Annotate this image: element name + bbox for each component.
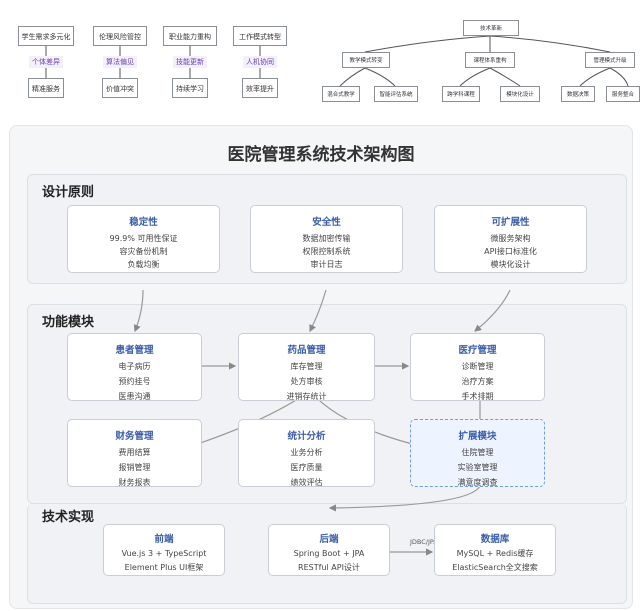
- section-title: 功能模块: [42, 315, 95, 330]
- edge-label: JDBC/JPA: [410, 538, 438, 546]
- concept-head: 伦理风险管控: [93, 26, 147, 46]
- concept-foot: 价值冲突: [102, 78, 138, 98]
- module-card: 统计分析 业务分析 医疗质量 绩效评估: [238, 419, 375, 487]
- tree-connectors: [339, 35, 629, 87]
- concept-foot: 持续学习: [172, 78, 208, 98]
- card-line: 电子病历: [118, 362, 151, 371]
- tree-leaf: 模块化设计: [500, 86, 540, 102]
- card-line: Spring Boot + JPA: [293, 549, 365, 558]
- card-line: 绩效评估: [290, 478, 323, 487]
- card-line: 模块化设计: [490, 260, 531, 269]
- card-line: 负载均衡: [127, 260, 160, 269]
- tree-leaf: 服务整合: [606, 86, 640, 102]
- card-line: 预约挂号: [118, 377, 151, 386]
- concept-foot: 效率提升: [242, 78, 278, 98]
- tree-branch: 管理模式升级: [585, 52, 635, 68]
- section-title: 设计原则: [42, 185, 95, 200]
- tree-leaf: 混合式教学: [322, 86, 360, 102]
- card-line: 容灾备份机制: [119, 247, 168, 256]
- tree-root: 技术革新: [463, 20, 519, 36]
- card-line: 权限控制系统: [302, 247, 351, 256]
- card-title: 安全性: [312, 217, 341, 228]
- card-line: 处方审核: [290, 377, 323, 386]
- card-line: 医疗质量: [290, 463, 323, 472]
- design-card: 稳定性 99.9% 可用性保证 容灾备份机制 负载均衡: [67, 205, 220, 273]
- card-title: 药品管理: [287, 345, 326, 356]
- card-line: 手术排期: [461, 392, 494, 401]
- design-card: 安全性 数据加密传输 权限控制系统 审计日志: [250, 205, 403, 273]
- module-card: 医疗管理 诊断管理 治疗方案 手术排期: [410, 333, 545, 401]
- card-title: 后端: [319, 534, 339, 545]
- card-title: 财务管理: [115, 431, 154, 442]
- module-card: 药品管理 库存管理 处方审核 进销存统计: [238, 333, 375, 401]
- card-line: 业务分析: [290, 448, 323, 457]
- concept-tag: 技能更新: [173, 56, 207, 68]
- card-line: 满意度调查: [457, 478, 498, 487]
- architecture-diagram: 医院管理系统技术架构图 设计原则 功能模块 技术实现 JDBC/JPA: [9, 125, 633, 609]
- tree-leaf: 智能评估系统: [374, 86, 418, 102]
- tech-card: 数据库 MySQL + Redis缓存 ElasticSearch全文搜索: [434, 524, 556, 576]
- card-title: 统计分析: [287, 431, 326, 442]
- card-line: 审计日志: [310, 260, 343, 269]
- tech-card: 后端 Spring Boot + JPA RESTful API设计: [268, 524, 390, 576]
- card-line: 微服务架构: [490, 234, 531, 243]
- card-line: 数据加密传输: [302, 234, 351, 243]
- tree-branch: 教学模式转变: [342, 52, 390, 68]
- concept-foot: 精准服务: [28, 78, 64, 98]
- card-line: 治疗方案: [461, 377, 494, 386]
- card-line: 住院管理: [461, 448, 494, 457]
- concept-head: 工作模式转型: [233, 26, 287, 46]
- design-card: 可扩展性 微服务架构 API接口标准化 模块化设计: [434, 205, 587, 273]
- tree-leaf: 跨学科课程: [442, 86, 480, 102]
- card-title: 数据库: [480, 534, 510, 545]
- tree-leaf: 数据决策: [561, 86, 595, 102]
- card-line: 费用结算: [118, 448, 151, 457]
- card-title: 患者管理: [115, 345, 154, 356]
- card-title: 医疗管理: [458, 345, 497, 356]
- card-title: 扩展模块: [458, 431, 497, 442]
- card-line: 进销存统计: [286, 392, 327, 401]
- diagram-title: 医院管理系统技术架构图: [227, 145, 415, 165]
- concept-head: 学生需求多元化: [18, 26, 74, 46]
- concept-tag: 个体差异: [29, 56, 63, 68]
- card-line: API接口标准化: [484, 247, 537, 256]
- module-card: 患者管理 电子病历 预约挂号 医患沟通: [67, 333, 202, 401]
- card-line: 医患沟通: [118, 392, 151, 401]
- section-title: 技术实现: [42, 510, 95, 525]
- concept-tag: 算法偏见: [103, 56, 137, 68]
- card-line: MySQL + Redis缓存: [456, 549, 534, 558]
- concept-tag: 人机协同: [243, 56, 277, 68]
- card-line: 财务报表: [118, 478, 151, 487]
- card-line: 库存管理: [290, 362, 323, 371]
- extension-module-card: 扩展模块 住院管理 实验室管理 满意度调查: [410, 419, 545, 487]
- tree-branch: 课程体系重构: [465, 52, 515, 68]
- card-title: 前端: [154, 534, 174, 545]
- card-line: 实验室管理: [457, 463, 498, 472]
- card-line: 99.9% 可用性保证: [109, 234, 178, 243]
- card-line: RESTful API设计: [298, 563, 360, 572]
- module-card: 财务管理 费用结算 报销管理 财务报表: [67, 419, 202, 487]
- top-left-connectors: [45, 46, 261, 80]
- tech-card: 前端 Vue.js 3 + TypeScript Element Plus UI…: [103, 524, 225, 576]
- card-line: Vue.js 3 + TypeScript: [121, 549, 207, 558]
- card-title: 可扩展性: [491, 217, 530, 228]
- concept-head: 职业能力重构: [163, 26, 217, 46]
- card-title: 稳定性: [129, 217, 158, 228]
- card-line: 报销管理: [118, 463, 151, 472]
- card-line: ElasticSearch全文搜索: [452, 563, 538, 572]
- card-line: 诊断管理: [461, 362, 494, 371]
- card-line: Element Plus UI框架: [124, 563, 204, 572]
